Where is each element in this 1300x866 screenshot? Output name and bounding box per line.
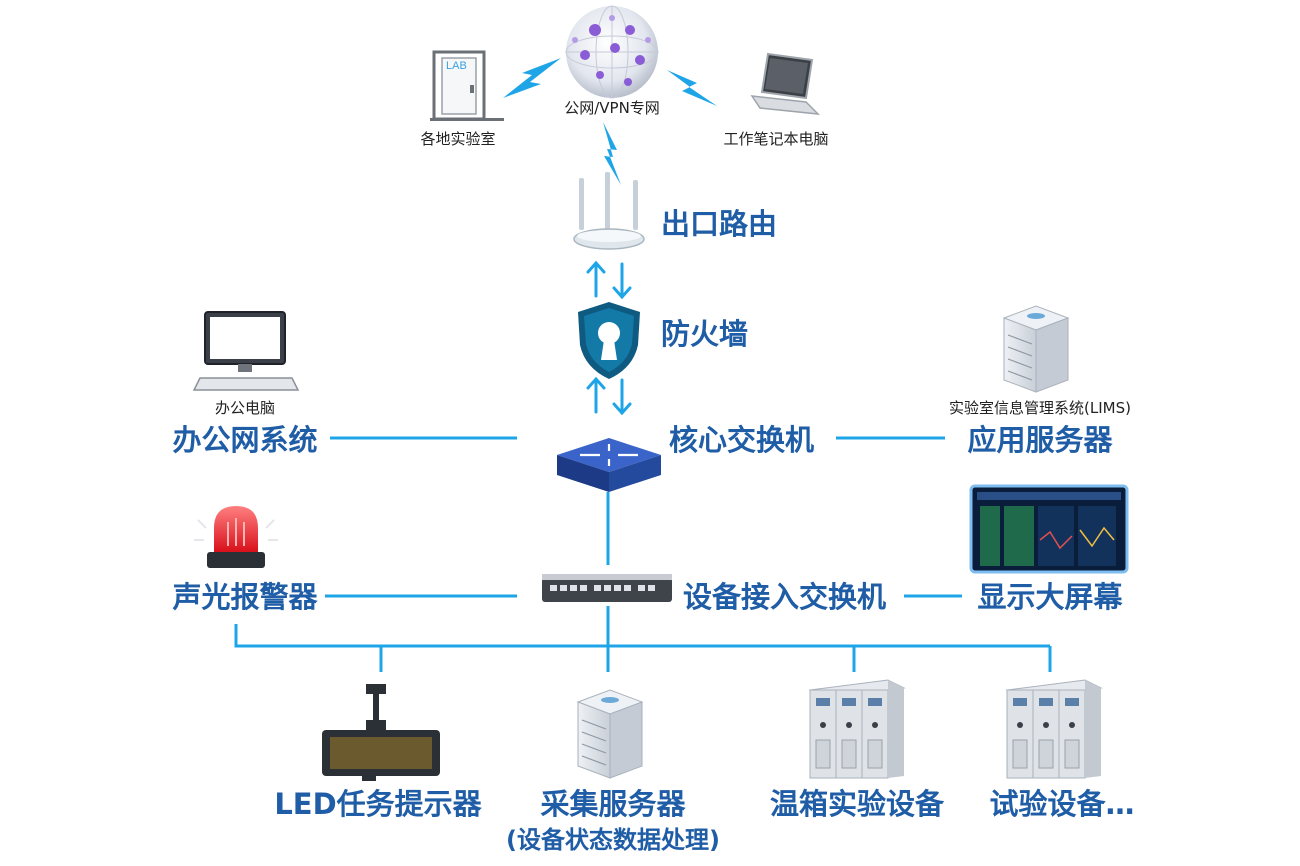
desktop-pc-icon xyxy=(192,311,300,391)
server-tower-icon xyxy=(1002,305,1070,393)
alarm-light-icon xyxy=(194,506,278,568)
led-board-icon xyxy=(322,684,440,781)
laptop-icon xyxy=(750,52,821,115)
big-screen-label: 显示大屏幕 xyxy=(977,580,1123,614)
wireless-bolts xyxy=(503,58,717,185)
incubator-label: 温箱实验设备 xyxy=(769,787,945,821)
lab-label: 各地实验室 xyxy=(420,130,496,148)
alarm-label: 声光报警器 xyxy=(172,580,318,614)
flow-arrows xyxy=(586,260,632,416)
lightning-icon xyxy=(667,70,717,106)
router-label: 出口路由 xyxy=(661,207,778,241)
lab-door-label: LAB xyxy=(446,60,467,72)
lightning-icon xyxy=(503,58,561,98)
app-server-label: 应用服务器 xyxy=(967,423,1113,457)
equipment-cabinet-icon xyxy=(1005,679,1103,779)
access-switch-label: 设备接入交换机 xyxy=(683,580,887,614)
firewall-label: 防火墙 xyxy=(661,317,749,351)
core-switch-label: 核心交换机 xyxy=(669,423,815,457)
shield-keyhole-icon xyxy=(578,302,640,379)
led-board-label: LED任务提示器 xyxy=(274,787,482,821)
lims-label: 实验室信息管理系统(LIMS) xyxy=(949,399,1131,417)
office-system-label: 办公网系统 xyxy=(172,423,318,457)
display-screen-icon xyxy=(969,484,1129,574)
test-equipment-label: 试验设备… xyxy=(989,787,1135,821)
collect-server-label: 采集服务器 xyxy=(540,787,686,821)
core-switch-icon xyxy=(557,438,661,492)
lab-door-icon xyxy=(430,50,504,121)
connection-lines xyxy=(234,436,1052,672)
office-pc-label: 办公电脑 xyxy=(214,399,276,417)
laptop-label: 工作笔记本电脑 xyxy=(723,130,829,148)
server-tower-icon xyxy=(576,689,644,779)
internet-label: 公网/VPN专网 xyxy=(564,99,660,117)
line-field-bus xyxy=(234,624,1050,648)
globe-icon xyxy=(565,5,659,99)
equipment-cabinet-icon xyxy=(808,679,906,779)
rack-switch-icon xyxy=(542,574,672,602)
router-icon xyxy=(573,172,645,250)
collect-server-note: (设备状态数据处理) xyxy=(506,826,720,854)
lightning-icon xyxy=(603,122,621,185)
